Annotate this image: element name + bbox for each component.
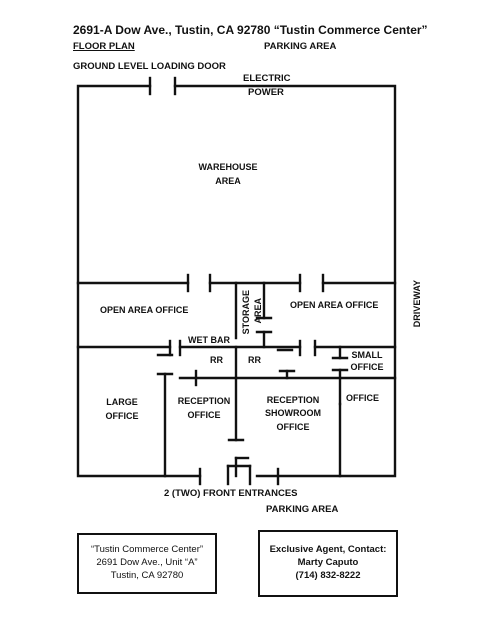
showroom-label-line-2: SHOWROOM [265, 408, 321, 419]
office-label: OFFICE [346, 393, 379, 403]
storage-label: STORAGE [241, 290, 251, 335]
address-box: “Tustin Commerce Center” 2691 Dow Ave., … [77, 533, 217, 594]
parking-area-bottom: PARKING AREA [266, 504, 339, 515]
page-title: 2691-A Dow Ave., Tustin, CA 92780 “Tusti… [73, 23, 428, 37]
reception-office-label-line-1: RECEPTION [177, 396, 231, 406]
floor-plan-heading: FLOOR PLAN [73, 41, 135, 52]
small-office-label-line-1: SMALL [351, 350, 383, 360]
outer-wall [76, 84, 397, 478]
warehouse-label: WAREHOUSE AREA [198, 162, 257, 187]
warehouse-label-line-1: WAREHOUSE [198, 162, 258, 172]
open-area-office-right-label: OPEN AREA OFFICE [290, 300, 379, 310]
reception-showroom-office-label: RECEPTION SHOWROOM OFFICE [265, 395, 321, 432]
agent-name: Marty Caputo [297, 557, 359, 569]
large-office-label: LARGE OFFICE [106, 397, 139, 422]
agent-contact-box: Exclusive Agent, Contact: Marty Caputo (… [258, 530, 398, 597]
small-office-wall [338, 345, 397, 478]
restroom-right-label: RR [248, 355, 261, 365]
storage-wall [234, 281, 266, 340]
loading-door-label: GROUND LEVEL LOADING DOOR [73, 61, 226, 72]
reception-office-label: RECEPTION OFFICE [178, 396, 231, 421]
showroom-label-line-1: RECEPTION [266, 395, 320, 405]
parking-area-top: PARKING AREA [264, 41, 337, 52]
power-label: POWER [248, 87, 284, 98]
address-line-2: 2691 Dow Ave., Unit “A” [96, 557, 198, 569]
agent-line-1: Exclusive Agent, Contact: [269, 544, 387, 556]
showroom-label-line-3: OFFICE [276, 421, 310, 432]
address-line-3: Tustin, CA 92780 [110, 569, 184, 581]
storage-area-label: AREA [253, 298, 263, 324]
open-area-office-left-label: OPEN AREA OFFICE [100, 305, 189, 315]
wet-bar-label: WET BAR [188, 335, 230, 345]
small-office-label-line-2: OFFICE [350, 362, 384, 373]
driveway-label: DRIVEWAY [412, 280, 422, 328]
reception-office-label-line-2: OFFICE [187, 410, 221, 421]
small-office-label: SMALL OFFICE [351, 350, 384, 373]
warehouse-label-line-2: AREA [215, 176, 241, 187]
large-office-label-line-2: OFFICE [105, 411, 139, 422]
electric-label: ELECTRIC [243, 73, 291, 84]
large-office-label-line-1: LARGE [106, 397, 138, 407]
restroom-left-label: RR [210, 355, 223, 365]
address-line-1: “Tustin Commerce Center” [90, 544, 204, 556]
front-entrances-label: 2 (TWO) FRONT ENTRANCES [164, 488, 298, 499]
agent-phone: (714) 832-8222 [295, 569, 361, 581]
